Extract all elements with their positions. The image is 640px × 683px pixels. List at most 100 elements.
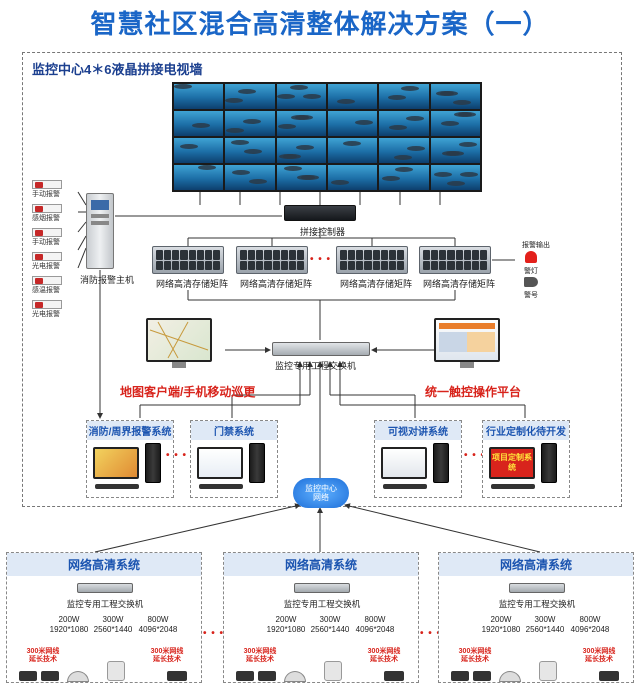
camera-icon (451, 671, 469, 681)
fish-shape (180, 144, 198, 149)
video-wall-screen (276, 138, 326, 163)
dome-camera-icon (107, 661, 125, 681)
unified-platform-monitor (434, 318, 500, 362)
unified-platform-stand (460, 362, 474, 368)
fish-shape (445, 151, 464, 156)
storage-matrix-1 (152, 246, 224, 274)
alarm-icon (32, 180, 62, 189)
alarm-icon (32, 204, 62, 213)
subsystem-monitor (197, 447, 243, 479)
fish-shape (289, 85, 308, 90)
network-system-title: 网络高清系统 (224, 553, 418, 576)
extension-label-right: 300米网线延长技术 (367, 648, 401, 663)
dome-camera-icon (539, 661, 557, 681)
video-wall-screen (276, 111, 326, 136)
video-wall-screen (327, 138, 378, 163)
video-wall-screen (225, 165, 275, 190)
fish-shape (277, 124, 296, 129)
fish-shape (238, 89, 257, 94)
camera-resolution: 1920*1080 (49, 625, 89, 634)
fish-shape (459, 172, 478, 177)
camera-power: 800W (147, 615, 169, 624)
alarm-light-icon (525, 251, 537, 263)
alarm-output-label: 报警输出 (522, 242, 550, 249)
camera-icon (167, 671, 187, 681)
video-wall-screen (430, 84, 480, 109)
fish-shape (295, 145, 314, 150)
fish-shape (354, 120, 373, 125)
fish-shape (433, 172, 452, 177)
video-wall-screen (225, 111, 275, 136)
network-system-title: 网络高清系统 (7, 553, 201, 576)
camera-icon (258, 671, 276, 681)
network-switch-label: 监控专用工程交换机 (498, 599, 576, 609)
fish-shape (389, 125, 408, 130)
dome-camera-icon (284, 671, 306, 682)
fish-shape (439, 91, 458, 96)
fish-shape (458, 142, 477, 147)
dome-camera-icon (67, 671, 89, 682)
camera-icon (384, 671, 404, 681)
fish-shape (225, 98, 244, 103)
network-ellipsis: • • • (420, 628, 442, 639)
subsystem-title: 可视对讲系统 (375, 421, 461, 440)
alarm-device-list: 手动报警感烟报警手动报警光电报警感温报警光电报警 (32, 180, 82, 324)
fish-shape (330, 180, 349, 185)
alarm-label: 手动报警 (32, 239, 60, 246)
fish-shape (283, 166, 302, 171)
alarm-horn-label: 警号 (524, 292, 538, 299)
extension-label-left: 300米网线延长技术 (458, 648, 492, 663)
storage-label-1: 网络高清存储矩阵 (156, 279, 229, 289)
page-title: 智慧社区混合高清整体解决方案（一） (90, 9, 550, 39)
subsystem-monitor: 项目定制系统 (489, 447, 535, 479)
fire-host-label: 消防报警主机 (80, 275, 135, 285)
storage-matrix-2 (236, 246, 308, 274)
network-switch-device (77, 583, 133, 593)
core-switch-device (272, 342, 370, 356)
fish-shape (457, 112, 476, 117)
fish-shape (276, 94, 295, 99)
camera-power: 200W (275, 615, 297, 624)
alarm-icon (32, 228, 62, 237)
video-wall-screen (430, 111, 480, 136)
video-wall-screen (430, 138, 480, 163)
video-wall-screen (276, 165, 326, 190)
fish-shape (401, 86, 420, 91)
video-wall (172, 82, 482, 192)
fish-shape (395, 167, 414, 172)
subsystem-tower (541, 443, 557, 483)
network-system-title: 网络高清系统 (439, 553, 633, 576)
fish-shape (282, 154, 301, 159)
video-wall-screen (327, 84, 378, 109)
subsystem-keyboard (491, 484, 535, 489)
network-switch-device (294, 583, 350, 593)
fish-shape (174, 84, 192, 89)
alarm-label: 手动报警 (32, 191, 60, 198)
dome-camera-icon (324, 661, 342, 681)
subsystem-ellipsis-left: • • • (166, 450, 188, 461)
subsystem-video-intercom: 可视对讲系统 (374, 420, 462, 498)
fish-shape (446, 181, 465, 186)
network-switch-label: 监控专用工程交换机 (283, 599, 361, 609)
fish-shape (226, 128, 245, 133)
subsystem-fire-perimeter: 消防/周界报警系统 (86, 420, 174, 498)
alarm-device: 光电报警 (32, 252, 82, 271)
fish-shape (243, 119, 262, 124)
alarm-device: 感烟报警 (32, 204, 82, 223)
fish-shape (394, 155, 413, 160)
subsystem-ellipsis-right: • • • (464, 450, 486, 461)
network-switch-device (509, 583, 565, 593)
camera-resolution: 1920*1080 (266, 625, 306, 634)
alarm-horn-icon (524, 277, 538, 287)
extension-label-right: 300米网线延长技术 (150, 648, 184, 663)
camera-power: 800W (579, 615, 601, 624)
video-wall-screen (379, 138, 429, 163)
alarm-label: 感烟报警 (32, 215, 60, 222)
fish-shape (407, 146, 426, 151)
fish-shape (382, 176, 401, 181)
camera-power: 300W (102, 615, 124, 624)
camera-power: 300W (534, 615, 556, 624)
subsystem-custom: 行业定制化待开发 项目定制系统 (482, 420, 570, 498)
core-switch-label: 监控专用工程交换机 (275, 361, 357, 371)
